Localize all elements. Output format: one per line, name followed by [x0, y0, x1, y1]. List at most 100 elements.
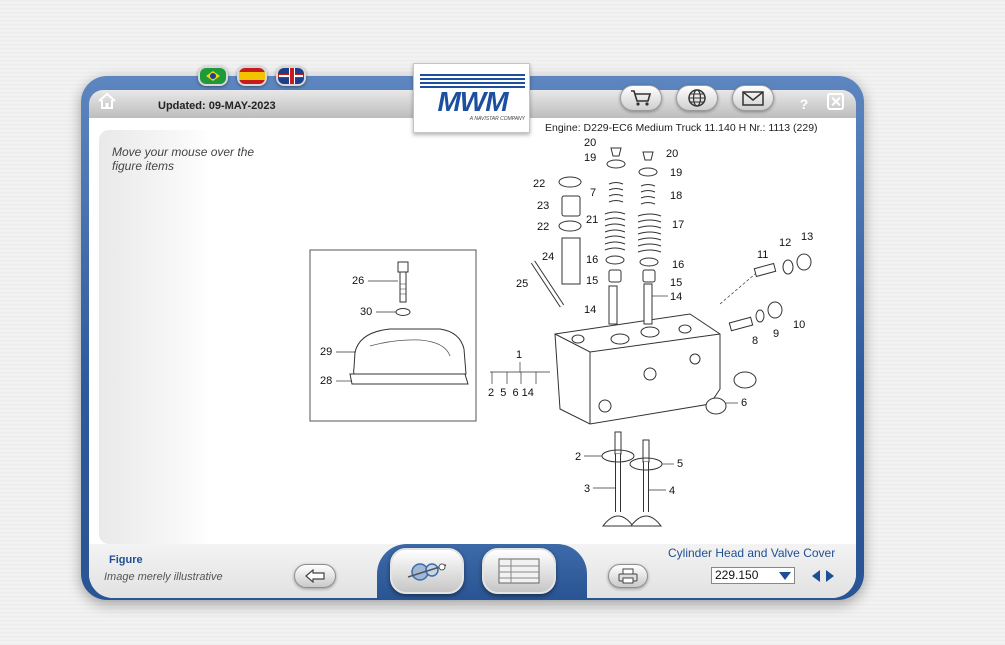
callout-17[interactable]: 17 [672, 219, 684, 231]
callout-29[interactable]: 29 [320, 346, 332, 358]
callout-21[interactable]: 21 [586, 214, 598, 226]
fitting-11 [753, 262, 777, 278]
valve-guide-14a [608, 285, 618, 325]
cart-icon [631, 90, 652, 106]
keeper-20b [642, 151, 654, 161]
previous-page-icon[interactable] [812, 570, 820, 582]
outer-spring-21[interactable] [604, 211, 626, 251]
callout-16a[interactable]: 16 [586, 254, 598, 266]
callout-9[interactable]: 9 [773, 328, 779, 340]
inner-spring-7[interactable] [608, 182, 624, 203]
logo-subtitle: A NAVISTAR COMPANY [469, 116, 525, 122]
exhaust-valve-4[interactable] [629, 439, 663, 527]
washer-9 [755, 309, 765, 323]
flag-uk-icon[interactable] [276, 66, 306, 86]
callout-6[interactable]: 6 [741, 397, 747, 409]
washer-12 [782, 259, 794, 275]
retainer-19b [638, 167, 658, 177]
tube-24 [561, 237, 581, 285]
intake-valve-3[interactable] [601, 431, 635, 527]
app-frame [81, 76, 864, 600]
callout-18[interactable]: 18 [670, 190, 682, 202]
valve-seal-15b [642, 269, 656, 283]
callout-13[interactable]: 13 [801, 231, 813, 243]
left-sidebar-panel [99, 130, 211, 544]
flag-brazil-icon[interactable] [198, 66, 228, 86]
flag-spain-icon[interactable] [237, 66, 267, 86]
next-page-icon[interactable] [826, 570, 834, 582]
callout-19b[interactable]: 19 [670, 167, 682, 179]
callout-25[interactable]: 25 [516, 278, 528, 290]
cap-13 [796, 253, 812, 271]
plug-6 [705, 397, 727, 415]
figure-instruction: Move your mouse over the figure items [112, 145, 255, 173]
callout-7[interactable]: 7 [590, 187, 596, 199]
callout-group-1[interactable]: 2 5 6 14 [488, 387, 534, 399]
callout-19a[interactable]: 19 [584, 152, 596, 164]
retainer-19a [606, 159, 626, 169]
section-title: Cylinder Head and Valve Cover [668, 546, 836, 560]
spring-seat-16b [639, 257, 659, 267]
inner-spring-18[interactable] [640, 184, 656, 205]
fitting-8 [728, 316, 754, 332]
page-code-select[interactable]: 229.150 [711, 567, 795, 584]
callout-5[interactable]: 5 [677, 458, 683, 470]
bolt-26[interactable] [397, 261, 409, 303]
globe-button[interactable] [676, 85, 718, 111]
sleeve-23 [561, 195, 581, 217]
valve-guide-14b [643, 283, 653, 325]
callout-10[interactable]: 10 [793, 319, 805, 331]
callout-26[interactable]: 26 [352, 275, 364, 287]
nut-10 [767, 301, 783, 319]
close-button[interactable] [827, 93, 844, 110]
parts-view-icon [407, 563, 447, 581]
mail-button[interactable] [732, 85, 774, 111]
cylinder-head-1[interactable] [554, 313, 721, 425]
callout-2[interactable]: 2 [575, 451, 581, 463]
callout-23[interactable]: 23 [537, 200, 549, 212]
valve-seal-15a [608, 269, 622, 283]
callout-30[interactable]: 30 [360, 306, 372, 318]
ring-22a [558, 176, 582, 188]
home-icon[interactable] [97, 92, 117, 110]
callout-15b[interactable]: 15 [670, 277, 682, 289]
callout-16b[interactable]: 16 [672, 259, 684, 271]
figure-view-button[interactable] [390, 548, 464, 594]
back-button[interactable] [294, 564, 336, 588]
help-button[interactable]: ? [799, 96, 809, 112]
callout-11[interactable]: 11 [757, 249, 768, 261]
logo-stripes [420, 74, 525, 88]
callout-3[interactable]: 3 [584, 483, 590, 495]
callout-4[interactable]: 4 [669, 485, 675, 497]
callout-15a[interactable]: 15 [586, 275, 598, 287]
cart-button[interactable] [620, 85, 662, 111]
callout-28[interactable]: 28 [320, 375, 332, 387]
callout-22a[interactable]: 22 [533, 178, 545, 190]
callout-8[interactable]: 8 [752, 335, 758, 347]
list-icon [498, 558, 540, 584]
callout-14a[interactable]: 14 [584, 304, 596, 316]
callout-20b[interactable]: 20 [666, 148, 678, 160]
selected-code: 229.150 [715, 568, 759, 582]
parts-diagram[interactable]: 26 30 29 28 1 2 5 6 14 14 14 15 15 16 16 [300, 134, 830, 544]
callout-14b[interactable]: 14 [670, 291, 682, 303]
gasket-28 [349, 373, 469, 385]
list-view-button[interactable] [482, 548, 556, 594]
figure-note: Image merely illustrative [104, 571, 223, 583]
callout-12[interactable]: 12 [779, 237, 791, 249]
keeper-20a [610, 147, 622, 157]
print-button[interactable] [608, 564, 648, 588]
outer-spring-17[interactable] [637, 213, 662, 253]
ring-22b [558, 220, 582, 232]
callout-22b[interactable]: 22 [537, 221, 549, 233]
spring-seat-16a [605, 255, 625, 265]
engine-info: Engine: D229-EC6 Medium Truck 11.140 H N… [545, 122, 818, 134]
updated-date: Updated: 09-MAY-2023 [158, 100, 276, 112]
logo-text: MWM [437, 86, 508, 117]
chevron-down-icon [779, 572, 791, 580]
callout-20a[interactable]: 20 [584, 137, 596, 149]
back-arrow-icon [305, 569, 325, 583]
callout-1[interactable]: 1 [516, 349, 522, 361]
mail-icon [742, 91, 764, 106]
callout-24[interactable]: 24 [542, 251, 554, 263]
